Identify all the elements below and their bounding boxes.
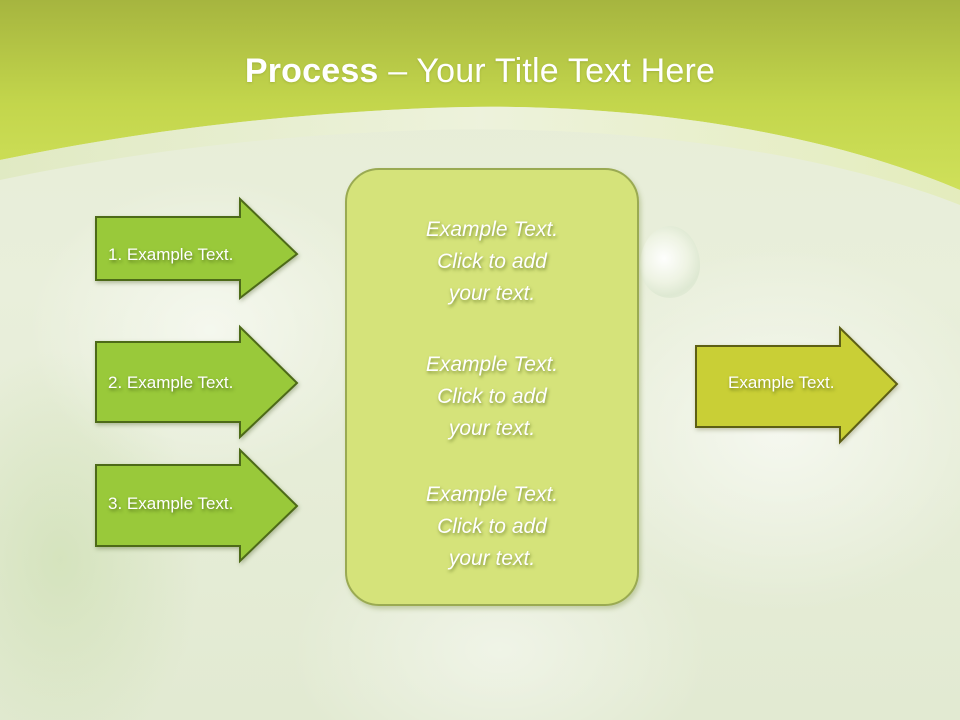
process-item-3-line2: Click to add: [437, 515, 547, 538]
process-item-3-line1: Example Text.: [425, 483, 559, 506]
process-item-2-line2: Click to add: [437, 385, 547, 408]
process-item-2-line1: Example Text.: [425, 353, 559, 376]
title-bold: Process: [244, 52, 379, 90]
title-rest: – Your Title Text Here: [378, 52, 716, 90]
header-background: [0, 0, 960, 205]
right-arrow-icon: [95, 447, 299, 564]
process-item-2[interactable]: Example Text. Click to add your text.: [347, 349, 637, 445]
process-item-1[interactable]: Example Text. Click to add your text.: [347, 214, 637, 310]
process-item-2-line3: your text.: [448, 417, 536, 440]
right-arrow-icon: [695, 325, 899, 445]
header-band: Process – Your Title Text Here: [0, 0, 960, 240]
right-arrow-icon: [95, 324, 299, 440]
process-item-1-line2: Click to add: [437, 250, 547, 273]
input-arrow-3-label: 3. Example Text.: [108, 494, 234, 513]
input-arrow-3[interactable]: 3. Example Text.: [95, 447, 300, 564]
input-arrow-1[interactable]: 1. Example Text.: [95, 196, 300, 301]
process-box[interactable]: Example Text. Click to add your text. Ex…: [345, 168, 639, 606]
process-item-3-line3: your text.: [448, 547, 536, 570]
process-item-1-line1: Example Text.: [425, 218, 559, 241]
input-arrow-2[interactable]: 2. Example Text.: [95, 324, 300, 440]
process-item-1-line3: your text.: [448, 282, 536, 305]
input-arrow-1-label: 1. Example Text.: [108, 245, 234, 264]
process-item-3[interactable]: Example Text. Click to add your text.: [347, 479, 637, 575]
water-drop-decoration: [640, 226, 700, 298]
output-arrow-label: Example Text.: [728, 373, 835, 392]
right-arrow-icon: [95, 196, 299, 301]
slide-title: Process – Your Title Text Here: [0, 52, 960, 91]
output-arrow[interactable]: Example Text.: [695, 325, 900, 445]
input-arrow-2-label: 2. Example Text.: [108, 373, 234, 392]
